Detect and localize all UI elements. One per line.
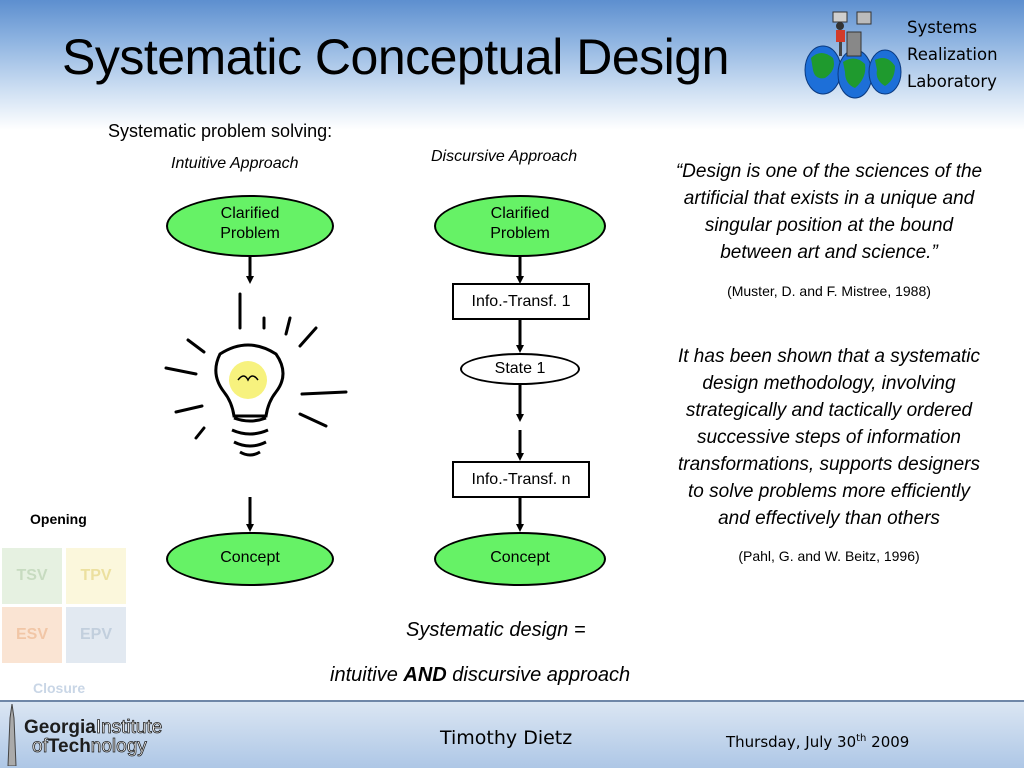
footer-bar [0,702,1024,768]
discursive-label: Discursive Approach [431,148,578,165]
quote-line: “Design is one of the sciences of the [675,161,983,182]
quote-line: between art and science.” [720,242,938,263]
discursive-clarified-problem: Clarified Problem [434,195,606,257]
oval-text: Concept [220,549,280,566]
quote-line: It has been shown that a systematic [677,346,981,367]
lab-name-line: Laboratory [907,72,997,91]
citation-pahl: (Pahl, G. and W. Beitz, 1996) [738,548,920,564]
intuitive-label: Intuitive Approach [171,155,299,172]
nav-closure[interactable]: Closure [33,680,86,696]
quote-line: successive steps of information [696,427,961,448]
info-transf-n-box: Info.-Transf. n [452,461,590,498]
tech-tower-icon [7,704,17,766]
quote-line: to solve problems more efficiently [688,481,970,502]
date-year: 2009 [866,733,910,751]
intuitive-concept: Concept [166,532,334,586]
presentation-date: Thursday, July 30th 2009 [726,733,909,751]
lab-name-line: Systems [907,18,978,37]
srl-logo-icon [804,11,902,99]
oval-text: Problem [220,225,280,242]
logo-text: of [32,736,49,757]
quote-line: and effectively than others [718,508,940,529]
quote-line: strategically and tactically ordered [685,400,973,421]
oval-text: Clarified [490,205,550,222]
quote-line: design methodology, involving [702,373,956,394]
light-bulb-icon [164,292,348,457]
nav-opening[interactable]: Opening [30,511,87,527]
georgia-tech-logo: GeorgiaInstitute ofTechnology [24,717,163,757]
logo-text: Tech [47,736,91,757]
oval-text: Concept [490,549,550,566]
quote-pahl: It has been shown that a systematic desi… [640,343,1018,532]
slide-title: Systematic Conceptual Design [62,29,729,85]
nav-cell-tsv[interactable]: TSV [2,548,62,604]
quote-line: transformations, supports designers [677,454,981,475]
oval-text: Clarified [220,205,280,222]
oval-text: State 1 [494,360,546,377]
logo-text: nology [90,736,147,757]
date-suffix: th [856,733,867,744]
quote-line: artificial that exists in a unique and [683,188,975,209]
nav-cell-tpv[interactable]: TPV [66,548,126,604]
footer-divider [0,700,1024,702]
section-subtitle: Systematic problem solving: [108,121,333,141]
lab-name: Systems Realization Laboratory [907,14,998,95]
summary-line-2: intuitive AND discursive approach [330,664,630,687]
intuitive-clarified-problem: Clarified Problem [166,195,334,257]
discursive-concept: Concept [434,532,606,586]
summary-text: discursive approach [446,664,631,686]
quote-mistree: “Design is one of the sciences of the ar… [640,158,1018,266]
citation-mistree: (Muster, D. and F. Mistree, 1988) [727,283,931,299]
logo-text: Georgia [24,717,96,738]
author-name: Timothy Dietz [440,727,573,749]
nav-cell-epv[interactable]: EPV [66,607,126,663]
lab-name-line: Realization [907,45,998,64]
info-transf-1-box: Info.-Transf. 1 [452,283,590,320]
summary-emphasis: AND [403,664,447,686]
summary-text: intuitive [330,664,404,686]
state-1-oval: State 1 [460,353,580,385]
summary-line-1: Systematic design = [406,619,586,641]
logo-text: Institute [95,717,163,738]
quote-line: singular position at the bound [704,215,954,236]
date-text: Thursday, July 30 [726,733,857,751]
oval-text: Problem [490,225,550,242]
nav-cell-esv[interactable]: ESV [2,607,62,663]
